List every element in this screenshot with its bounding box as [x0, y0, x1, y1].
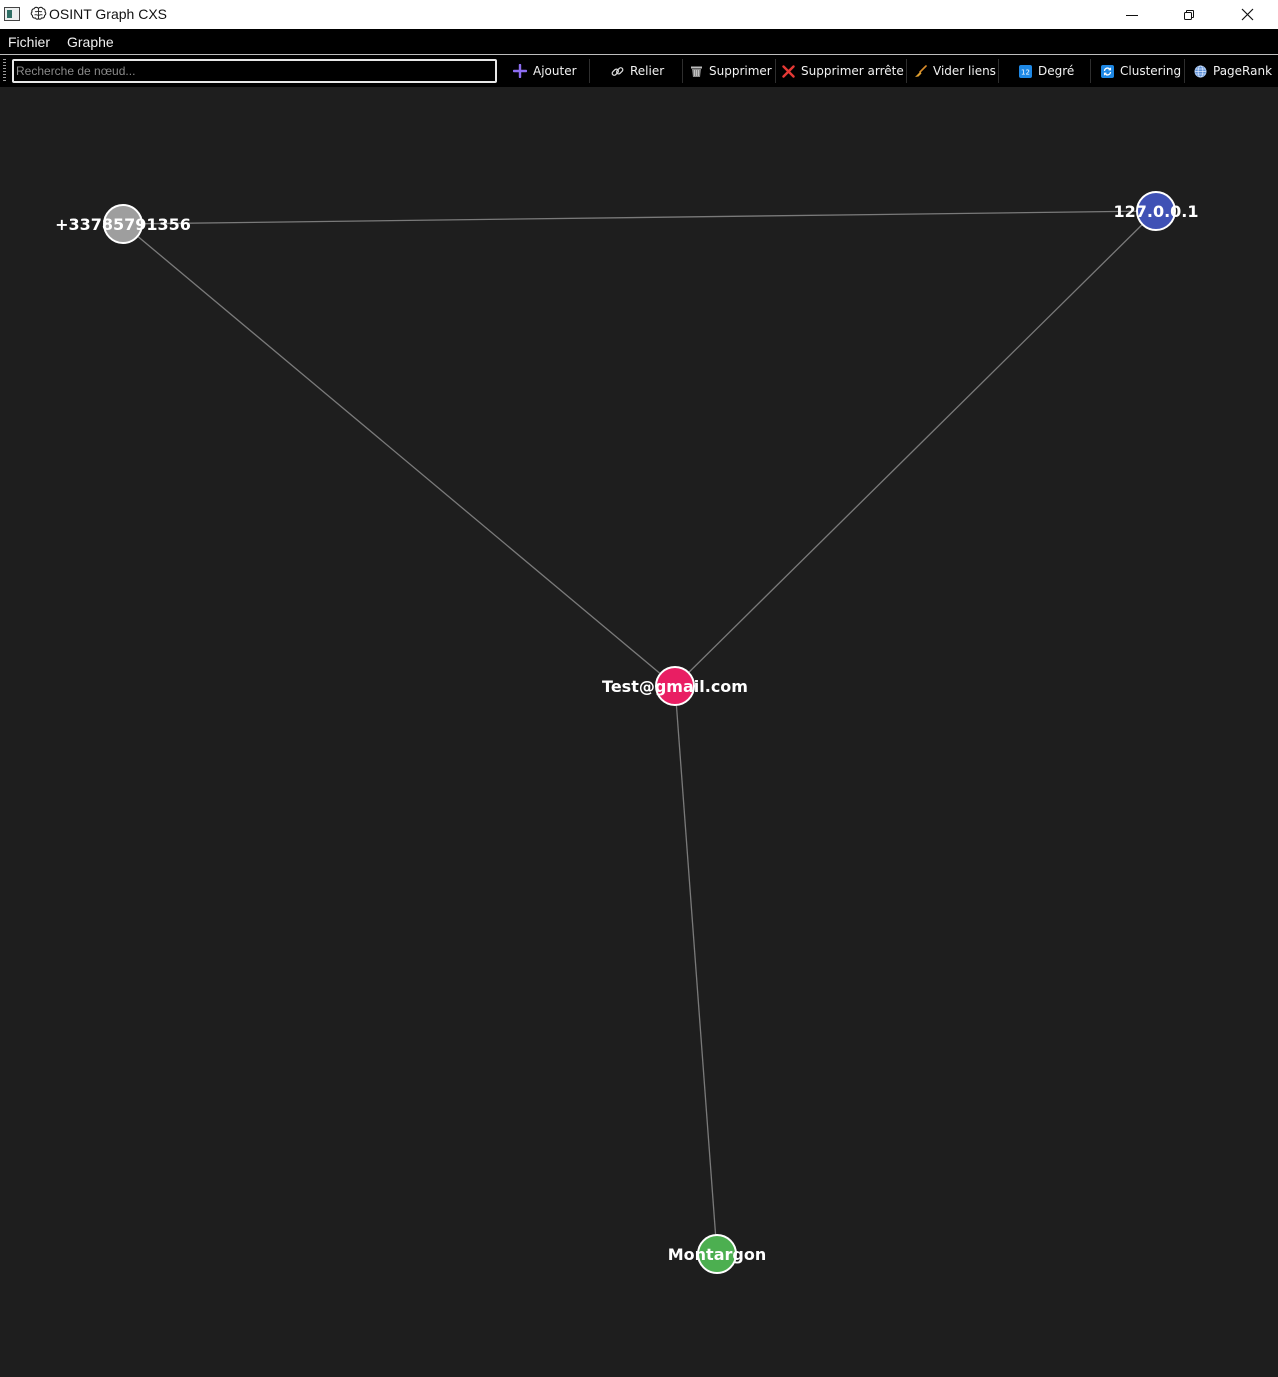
- graph-edge-phone-ip[interactable]: [122, 210, 1157, 225]
- graph-node-ip[interactable]: [1136, 191, 1176, 231]
- graph-node-label-email: Test@gmail.com: [602, 677, 748, 696]
- menu-fichier[interactable]: Fichier: [8, 34, 51, 50]
- clear-links-label: Vider liens: [933, 64, 996, 78]
- menu-divider: [0, 54, 1278, 55]
- add-node-label: Ajouter: [533, 64, 577, 78]
- pagerank-label: PageRank: [1213, 64, 1273, 78]
- clustering-icon: [1101, 64, 1114, 78]
- graph-node-label-phone: +33785791356: [55, 215, 191, 234]
- trash-icon: [691, 66, 702, 77]
- brain-icon: [30, 6, 47, 20]
- title-bar: OSINT Graph CXS: [0, 0, 1278, 29]
- clear-links-button[interactable]: Vider liens: [914, 60, 996, 82]
- red-x-icon: [782, 64, 795, 78]
- link-nodes-label: Relier: [630, 64, 665, 78]
- degree-icon: 12: [1019, 64, 1032, 78]
- graph-node-label-ip: 127.0.0.1: [1113, 202, 1198, 221]
- app-window-icon: [4, 7, 20, 21]
- graph-node-label-city: Montargon: [668, 1245, 766, 1264]
- degree-button[interactable]: 12 Degré: [1019, 60, 1074, 82]
- toolbar-separator: [775, 59, 776, 83]
- toolbar-separator: [1090, 59, 1091, 83]
- toolbar-separator: [1184, 59, 1185, 83]
- close-button[interactable]: [1224, 0, 1270, 29]
- minimize-icon: [1126, 14, 1138, 16]
- plus-icon: [513, 64, 527, 78]
- clustering-label: Clustering: [1120, 64, 1182, 78]
- toolbar-separator: [589, 59, 590, 83]
- link-nodes-button[interactable]: Relier: [611, 60, 664, 82]
- node-search-input[interactable]: [12, 59, 497, 83]
- broom-icon: [915, 64, 927, 77]
- menu-graphe[interactable]: Graphe: [67, 34, 114, 50]
- link-icon: [611, 66, 624, 76]
- menu-bar: Fichier Graphe: [0, 29, 1278, 54]
- globe-icon: [1194, 65, 1207, 77]
- clustering-button[interactable]: Clustering: [1101, 60, 1181, 82]
- graph-edge-phone-email[interactable]: [122, 223, 676, 687]
- graph-node-email[interactable]: [655, 666, 695, 706]
- graph-edge-ip-email[interactable]: [674, 210, 1157, 687]
- svg-text:12: 12: [1021, 68, 1030, 76]
- degree-label: Degré: [1038, 64, 1075, 78]
- pagerank-button[interactable]: PageRank: [1194, 60, 1272, 82]
- delete-node-button[interactable]: Supprimer: [690, 60, 772, 82]
- graph-view[interactable]: +33785791356 127.0.0.1Test@gmail.comMonta…: [0, 87, 1278, 1373]
- toolbar: Ajouter Relier Supprimer Supprimer arrêt…: [0, 55, 1278, 87]
- restore-button[interactable]: [1166, 0, 1212, 29]
- toolbar-separator: [682, 59, 683, 83]
- close-icon: [1241, 8, 1253, 21]
- delete-edge-button[interactable]: Supprimer arrête: [782, 60, 904, 82]
- toolbar-separator: [998, 59, 999, 83]
- graph-node-phone[interactable]: [103, 204, 143, 244]
- toolbar-grip-handle[interactable]: [3, 59, 6, 83]
- delete-node-label: Supprimer: [709, 64, 772, 78]
- restore-icon: [1184, 9, 1194, 20]
- window-title: OSINT Graph CXS: [49, 6, 168, 22]
- delete-edge-label: Supprimer arrête: [801, 64, 904, 78]
- minimize-button[interactable]: [1109, 0, 1155, 29]
- graph-edge-email-city[interactable]: [674, 685, 718, 1255]
- graph-node-city[interactable]: [697, 1234, 737, 1274]
- toolbar-separator: [906, 59, 907, 83]
- add-node-button[interactable]: Ajouter: [513, 60, 577, 82]
